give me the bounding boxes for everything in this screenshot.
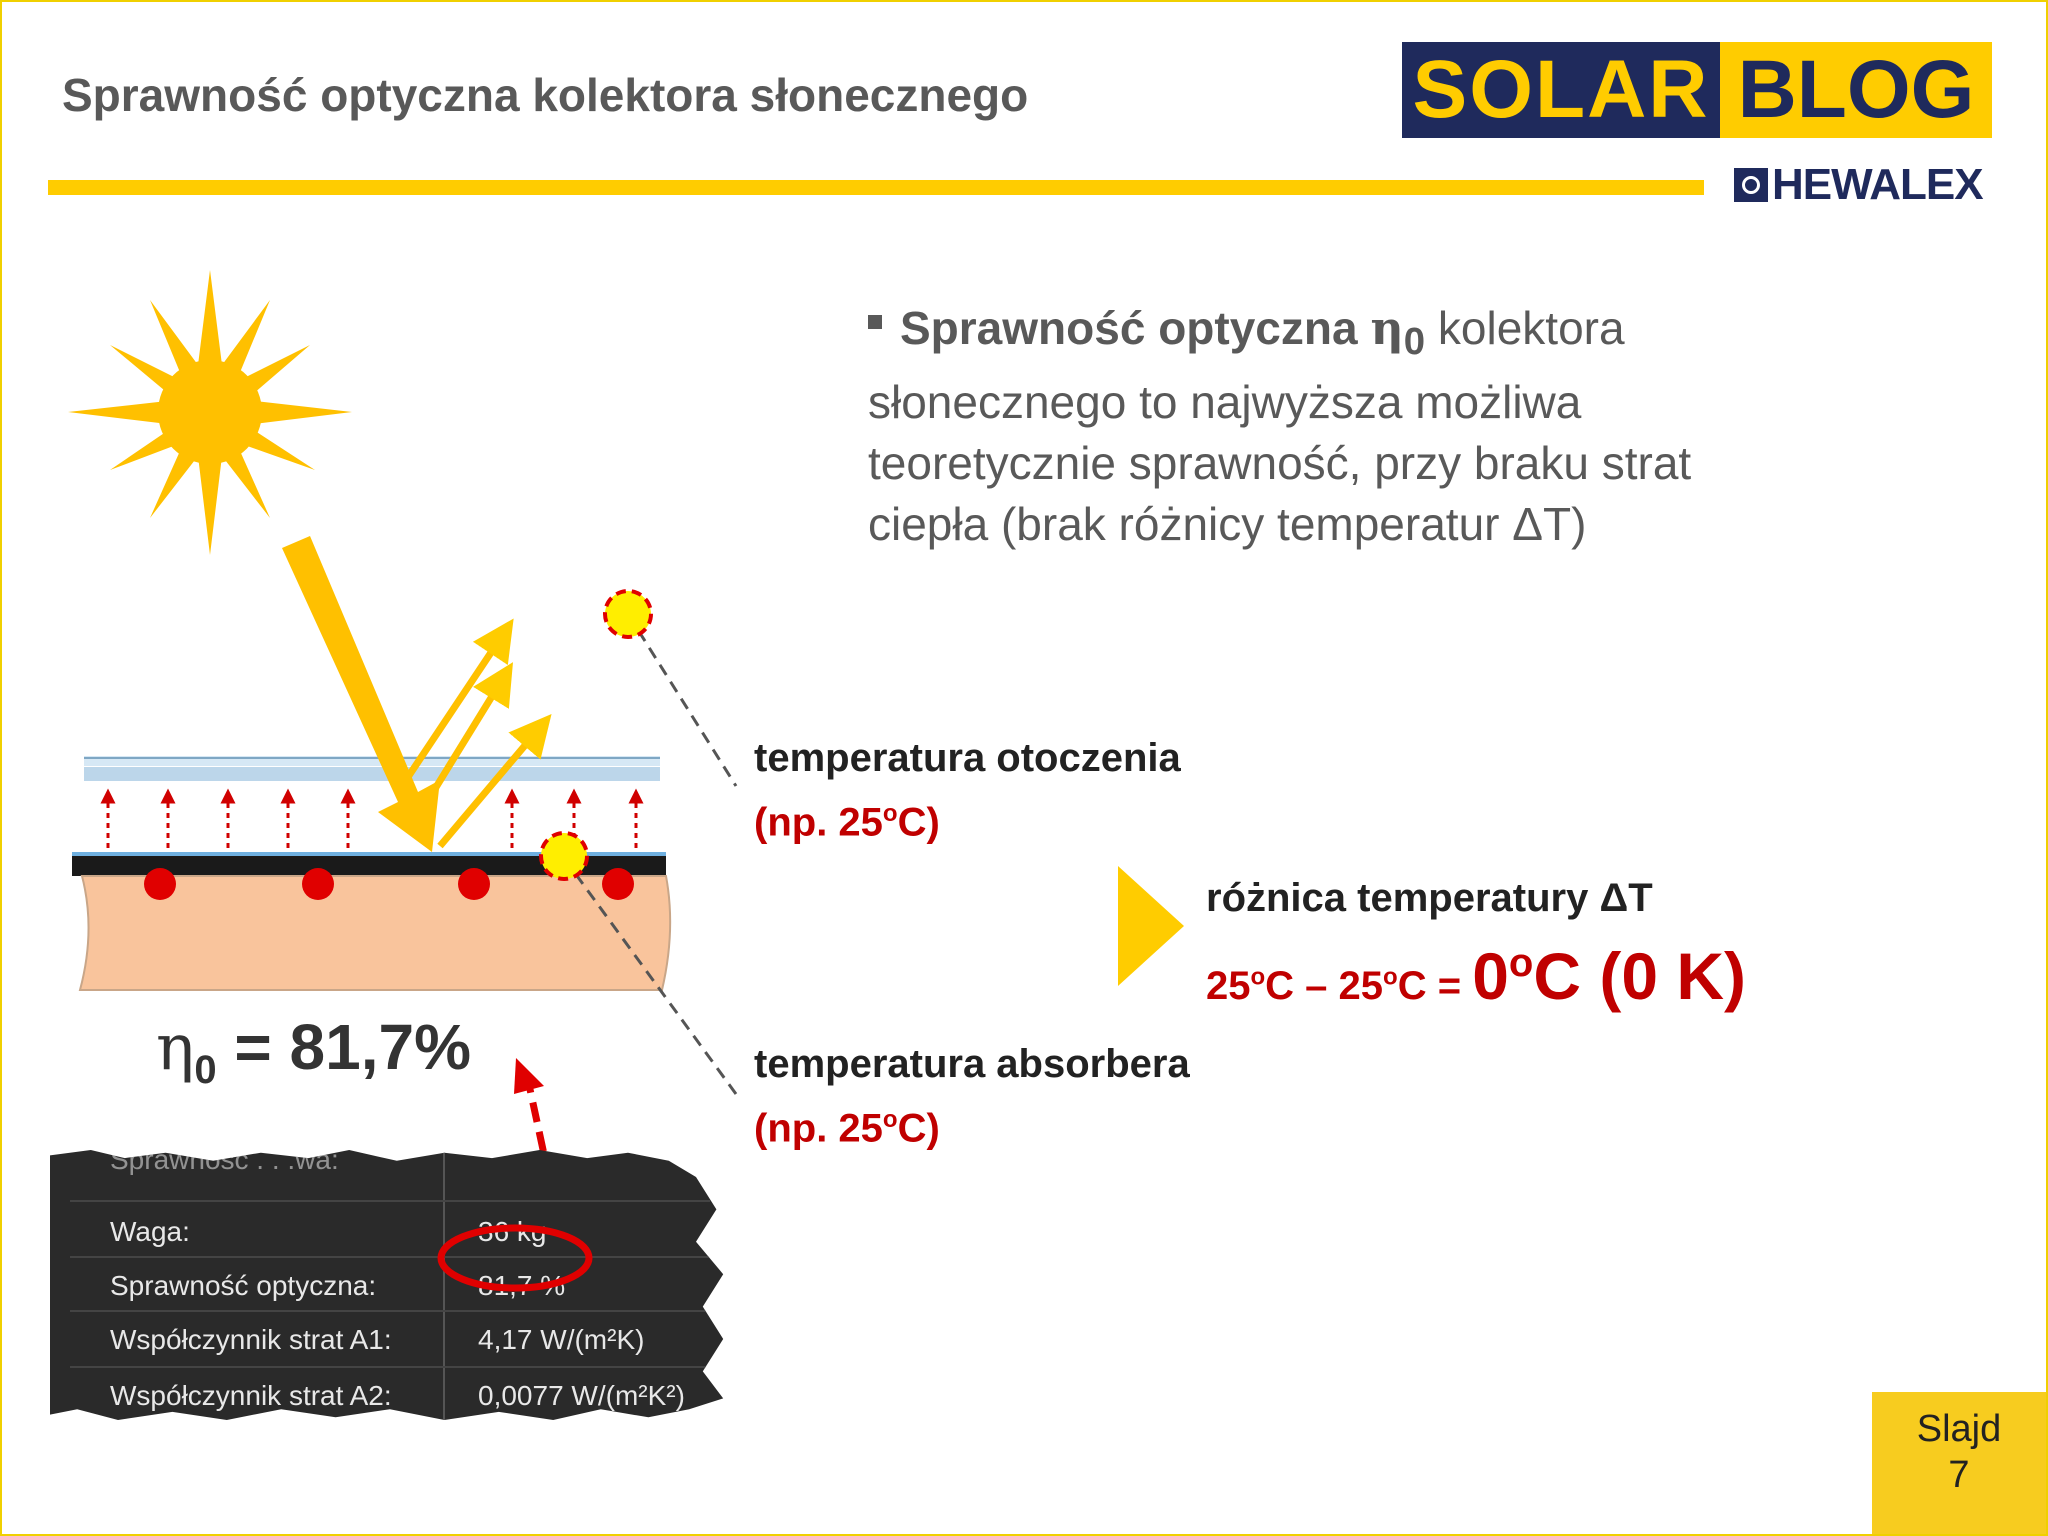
ambient-leader xyxy=(626,613,738,787)
hewalex-mark-icon xyxy=(1734,168,1768,202)
logo-solar: SOLAR xyxy=(1402,42,1720,138)
pointer-arrow xyxy=(524,1079,560,1211)
difference-pointer-icon xyxy=(1118,866,1184,986)
bullet-square-icon xyxy=(868,314,882,329)
ambient-value: (np. 25oC) xyxy=(754,800,940,845)
difference-result: 0oC (0 K) xyxy=(1472,939,1747,1013)
definition-bullet: Sprawność optyczna η0 kolektora słoneczn… xyxy=(868,298,1788,555)
spec-row-a1: Współczynnik strat A1:4,17 W/(m²K) xyxy=(110,1324,645,1355)
efficiency-value: η0 = 81,7% xyxy=(156,1011,471,1092)
definition-line3: teoretycznie sprawność, przy braku strat xyxy=(868,437,1692,490)
eta-subscript: 0 xyxy=(1403,320,1426,364)
heat-arrows xyxy=(100,788,644,848)
spec-table: Sprawność . . .wa: Waga:36 kg Sprawność … xyxy=(50,1150,724,1420)
slide-title: Sprawność optyczna kolektora słonecznego xyxy=(62,69,1029,121)
ambient-temp-marker xyxy=(603,589,653,639)
glass-cover-lower xyxy=(84,767,660,781)
absorber-plate xyxy=(72,856,666,876)
definition-term: Sprawność optyczna xyxy=(900,302,1358,354)
logo-blog: BLOG xyxy=(1720,42,1992,138)
incident-ray xyxy=(282,536,440,852)
title-rule xyxy=(48,180,1704,195)
slide-number: 7 xyxy=(1948,1454,1970,1496)
sun-icon xyxy=(68,270,352,555)
solarblog-logo: SOLAR BLOG xyxy=(1402,42,1992,138)
absorber-pipes xyxy=(144,868,634,900)
absorber-value: (np. 25oC) xyxy=(754,1106,940,1151)
absorber-label: temperatura absorbera xyxy=(754,1042,1190,1086)
absorber-label-block: temperatura absorbera (np. 25oC) xyxy=(754,1036,1190,1156)
reflected-rays xyxy=(399,618,552,849)
spec-row-optical: Sprawność optyczna:81,7 % xyxy=(110,1270,566,1301)
pointer-arrowhead xyxy=(514,1058,544,1094)
absorber-leader xyxy=(562,857,738,1095)
definition-line2: słonecznego to najwyższa możliwa xyxy=(868,376,1582,429)
ambient-label-block: temperatura otoczenia (np. 25oC) xyxy=(754,730,1181,850)
difference-equation: 25oC – 25oC = 0oC (0 K) xyxy=(1206,939,1747,1013)
absorber-coating xyxy=(72,852,666,856)
slide-number-box: Slajd 7 xyxy=(1872,1392,2046,1534)
spec-row-weight: Waga:36 kg xyxy=(110,1216,547,1247)
hewalex-wordmark: HEWALEX xyxy=(1772,160,1984,209)
glass-cover xyxy=(84,756,660,766)
ambient-label: temperatura otoczenia xyxy=(754,736,1181,780)
spec-row-a2: Współczynnik strat A2:0,0077 W/(m²K²) xyxy=(110,1380,685,1411)
definition-line1: kolektora xyxy=(1425,302,1625,354)
absorber-temp-marker xyxy=(539,831,589,881)
eta-symbol: η xyxy=(1370,301,1404,355)
difference-label: różnica temperatury ΔT xyxy=(1206,876,1653,920)
slide-label: Slajd xyxy=(1916,1408,2002,1450)
hewalex-logo: HEWALEX xyxy=(1734,160,1984,209)
definition-line4: ciepła (brak różnicy temperatur ΔT) xyxy=(868,498,1587,551)
